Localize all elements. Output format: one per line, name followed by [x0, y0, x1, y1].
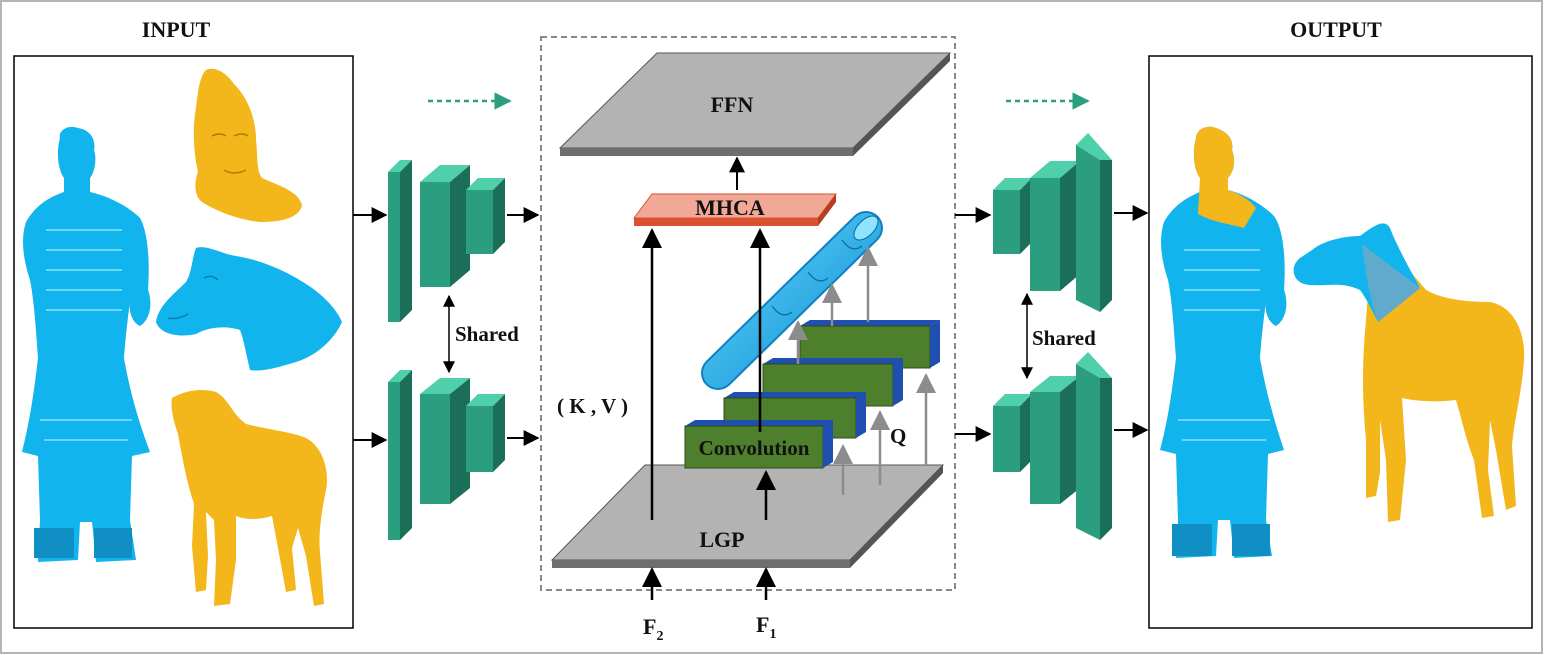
mhca-label: MHCA	[695, 195, 765, 220]
output-title: OUTPUT	[1290, 17, 1382, 42]
left-encoder-top	[388, 160, 505, 322]
horse-completed-icon	[1293, 223, 1525, 522]
right-decoder-top	[993, 133, 1112, 312]
mhca-plate	[633, 193, 837, 226]
horse-head-detail	[167, 275, 219, 320]
q-label: Q	[890, 424, 906, 448]
kv-label: ( K , V )	[557, 394, 628, 418]
shared-label-right: Shared	[1032, 326, 1096, 350]
warrior-head-icon	[193, 68, 302, 223]
q-arrows	[788, 246, 936, 495]
ffn-plate	[558, 52, 952, 156]
lgp-plate	[550, 464, 945, 568]
warrior-completed-detail	[1178, 249, 1270, 441]
ffn-label: FFN	[711, 92, 754, 117]
central-block-border	[540, 36, 956, 591]
right-decoder-bottom	[993, 352, 1112, 540]
left-encoder-bottom	[388, 370, 505, 540]
f1-label: F1	[756, 612, 776, 642]
warrior-completed-icon	[1160, 126, 1287, 558]
input-title: INPUT	[142, 17, 211, 42]
shared-label-left: Shared	[455, 322, 519, 346]
warrior-statue-icon	[22, 126, 151, 562]
horse-body-icon	[171, 390, 328, 606]
lgp-label: LGP	[699, 527, 744, 552]
warrior-statue-detail	[40, 229, 132, 441]
horse-head-icon	[156, 247, 342, 371]
f2-label: F2	[643, 614, 663, 644]
convolution-label: Convolution	[699, 436, 810, 460]
query-tube	[701, 211, 883, 390]
warrior-head-detail	[211, 133, 249, 174]
